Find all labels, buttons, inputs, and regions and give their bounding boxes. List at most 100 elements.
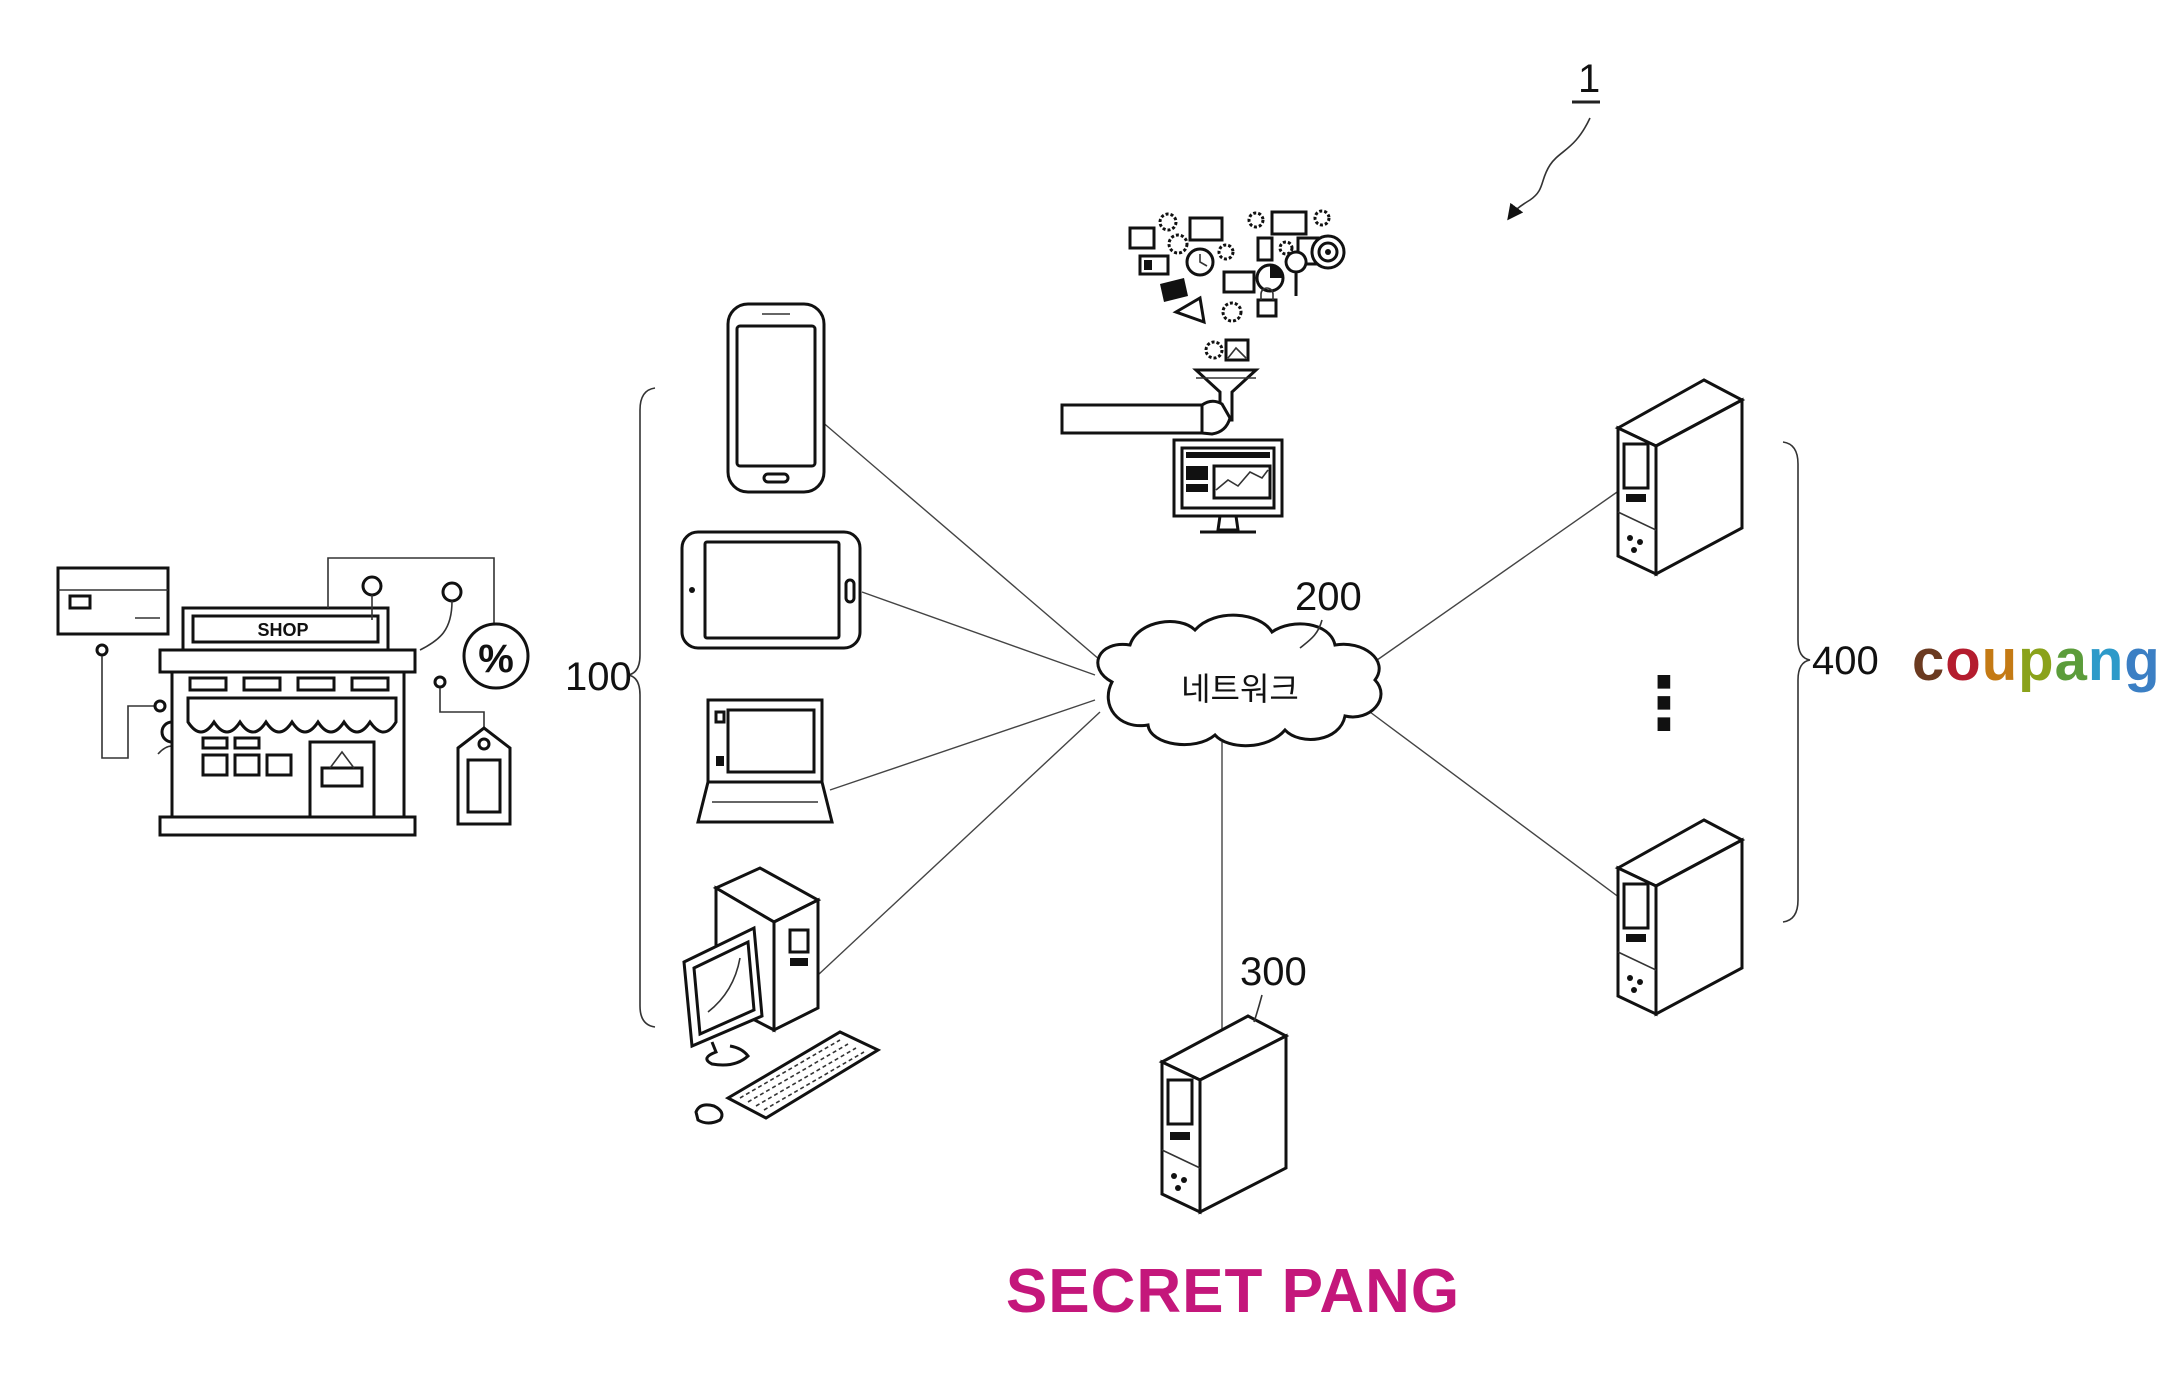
circuit-pin-top-right-wire [419,600,453,651]
price-tag-hole [477,737,491,751]
pc-monitor-stand [705,1041,751,1067]
market-server-bottom-slot [1626,934,1646,942]
circuit-pin-top-right [441,581,463,603]
credit-card-chip [68,594,92,610]
tablet-screen [703,540,841,640]
lock-icon [1256,298,1278,318]
data-funnel-icon [1192,368,1260,422]
discount-percent-text: % [478,637,514,681]
tablet-camera [689,587,695,593]
pc-mouse [694,1103,724,1125]
shop-door-hanger [329,750,355,769]
market-server-bottom [1614,818,1746,1017]
smartphone-home-button [762,472,790,484]
shop-roof-lights [188,676,390,692]
connection-desktop [817,711,1101,976]
circuit-node-left-mid [153,699,167,713]
market-server-bottom-side [1654,837,1744,1017]
shop-window [265,753,293,777]
shop-sign-text: SHOP [257,620,308,640]
tablet-home-button [844,578,856,604]
circuit-node-left-top [95,643,109,657]
pc-keyboard-keys [739,1039,865,1111]
user-terminals-bracket: 100 [565,387,656,1028]
market-logo-letter: o [1945,628,1981,693]
film-icon [1160,278,1188,302]
gear-icon [1204,340,1224,360]
laptop-led [716,756,724,766]
shop-door-sign [320,766,364,788]
market-server-top-display [1622,442,1650,490]
platform-server-led [1181,1177,1187,1183]
market-server-top-side [1654,397,1744,577]
user-terminals-ref-label: 100 [565,655,632,699]
market-server-top-led [1637,539,1643,545]
pc-drive-bay [790,958,808,966]
platform-server-ref-label: 300 [1240,950,1307,994]
gear-icon [1158,212,1178,232]
connection-tablet [861,591,1096,676]
id-card-icon-photo [1144,260,1152,270]
market-server-bottom-display [1622,882,1650,930]
market-logo-letter: a [2055,628,2088,693]
roof-light [350,676,390,692]
dashboard-chart-line [1215,469,1269,491]
figure-pointer-arrow [1507,117,1591,221]
market-servers-ref-label: 400 [1812,639,1879,683]
data-pipe-bar [1060,403,1204,435]
desktop-pc-device [682,866,882,1125]
figure-number-group: 1 [1507,57,1600,221]
platform-logo: SECRET PANG [1006,1257,1460,1326]
shop-roof [158,648,417,674]
market-server-top-slot [1626,494,1646,502]
icon-cloud [1128,209,1346,362]
pie-chart-icon-slice [1270,265,1283,278]
platform-server: 300 [1158,950,1307,1215]
dashboard-widget [1186,466,1208,480]
figure-number: 1 [1578,57,1600,101]
laptop-webcam [714,710,726,724]
clock-icon-hands [1199,254,1208,267]
gear-icon [1247,211,1265,229]
pc-keyboard [724,1030,882,1120]
market-server-bottom-led [1631,987,1637,993]
discount-percent-badge [462,622,530,690]
left-curly-brace [627,387,656,1028]
platform-server-slot [1170,1132,1190,1140]
dashboard-chart-panel [1212,464,1272,500]
market-logo-letter: u [1982,628,2018,693]
connection-market-server-top [1369,489,1621,666]
market-server-top-divider [1617,511,1657,531]
shop-window [233,753,261,777]
smartphone-screen [735,324,817,468]
browser-window-icon [1270,210,1308,236]
cloud-shape [1096,613,1383,748]
platform-server-divider [1161,1149,1201,1169]
price-tag-label [466,758,502,814]
mobile-icon [1256,236,1274,262]
network-ref-label: 200 [1295,575,1362,619]
shop-windows [201,736,293,777]
chat-bubble-icon [1128,226,1156,250]
shop-sign-inner [191,614,380,644]
market-logo-letter: p [2018,628,2054,693]
roof-light [296,676,336,692]
platform-server-led [1171,1173,1177,1179]
gear-icon [1217,243,1235,261]
gear-icon [1167,233,1189,255]
market-logo-letter: n [2088,628,2124,693]
platform-server-led [1175,1185,1181,1191]
circuit-pin-top-left [361,575,383,597]
dashboard-header-bar [1186,452,1270,458]
pc-monitor-screen-glare [707,957,741,1013]
data-analysis-illustration [1060,209,1346,534]
connection-smartphone [819,419,1101,661]
connection-laptop [829,699,1096,791]
gear-icon [1313,209,1331,227]
platform-server-ref-leader [1253,994,1263,1023]
location-pin-icon [1284,250,1308,297]
dashboard-monitor-stand [1200,514,1256,534]
right-curly-brace [1782,441,1811,923]
laptop-screen [726,708,816,774]
